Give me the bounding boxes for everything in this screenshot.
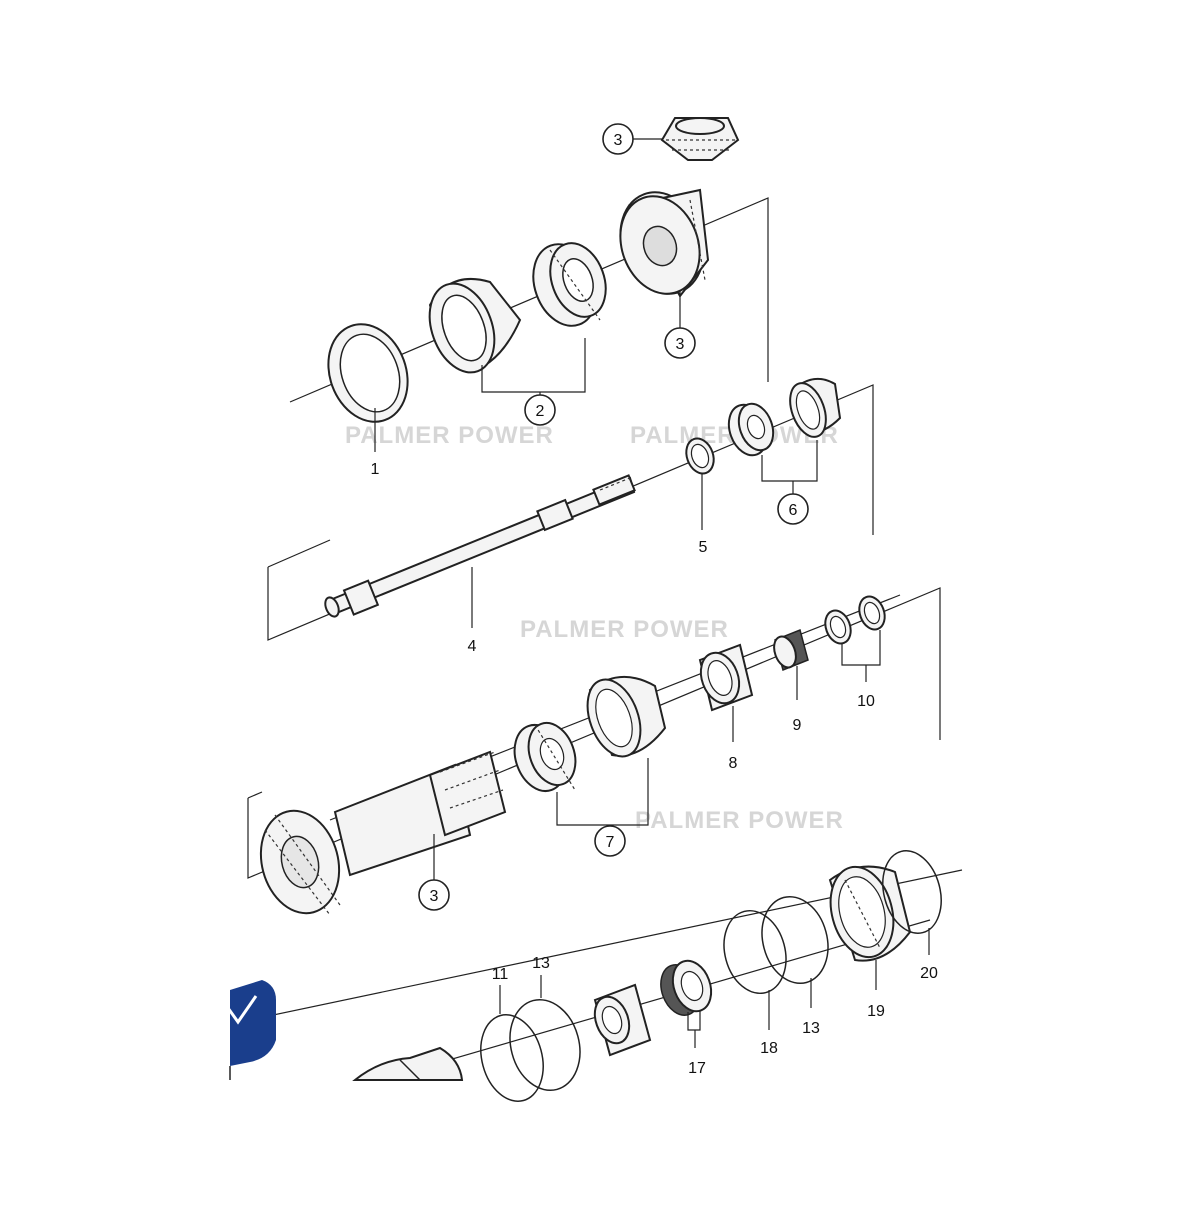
tapered-bearing (660, 959, 713, 1016)
watermark-brand: PALMER POWER (345, 422, 554, 449)
label-8: 8 (729, 755, 738, 772)
bracket-leader (687, 1010, 701, 1031)
label-9: 9 (793, 717, 802, 734)
label-11: 11 (492, 966, 509, 983)
callout-6: 6 (789, 502, 798, 519)
callout-7: 7 (606, 834, 615, 851)
bracket-leader (556, 758, 649, 826)
needle-bearing (593, 983, 652, 1057)
assembly-group-1: 3 1 2 (289, 117, 769, 478)
callout-3-top: 3 (614, 132, 623, 149)
callout-2: 2 (536, 403, 545, 420)
synchro-ring (828, 865, 912, 962)
o-ring (480, 1014, 544, 1102)
assembly-group-2: 4 5 6 (267, 377, 874, 655)
label-4: 4 (468, 638, 477, 655)
group-frame (247, 791, 263, 799)
label-5: 5 (699, 539, 708, 556)
label-19: 19 (867, 1003, 885, 1020)
bearing-cup (428, 277, 522, 374)
callout-circle (664, 327, 696, 359)
o-ring (882, 850, 942, 934)
callout-circle (524, 394, 556, 426)
label-20: 20 (920, 965, 938, 982)
snap-ring (723, 909, 787, 995)
checkmark-icon (226, 995, 258, 1025)
watermark-brand: PALMER POWER (520, 616, 729, 643)
pinion-gear (660, 117, 740, 161)
label-13: 13 (802, 1020, 820, 1037)
bearing-cup (586, 675, 667, 758)
axis-line (379, 919, 931, 1081)
bearing-sleeve (698, 643, 754, 712)
label-13: 13 (532, 955, 550, 972)
group-frame (267, 539, 331, 568)
label-17: 17 (688, 1060, 706, 1077)
watermark-brand: PALMER POWER (635, 807, 844, 834)
callout-circle (777, 493, 809, 525)
callout-3-shaft: 3 (430, 888, 439, 905)
label-10: 10 (857, 693, 875, 710)
bearing-cone (727, 402, 775, 457)
callout-3-gear: 3 (676, 336, 685, 353)
callout-circle (418, 879, 450, 911)
bracket-leader (761, 440, 818, 482)
bracket-leader (481, 338, 586, 393)
retaining-ring (685, 437, 715, 475)
label-1: 1 (371, 461, 380, 478)
thrust-washer (858, 595, 886, 631)
bracket-leader (841, 630, 881, 666)
assembly-group-3: 3 7 8 9 (247, 587, 941, 916)
bearing-cup (789, 377, 842, 438)
shim-ring (327, 323, 409, 423)
verified-badge[interactable] (226, 980, 276, 1066)
needle-bearing (773, 628, 809, 672)
drive-shaft (324, 474, 636, 618)
assembly-group-4: 11 13 17 18 13 (239, 850, 963, 1102)
thrust-washer (824, 609, 852, 645)
label-18: 18 (760, 1040, 778, 1057)
bearing-cone (532, 242, 607, 327)
bearing-cone (513, 722, 577, 792)
crown-gear (619, 188, 710, 298)
shim-ring (509, 998, 581, 1092)
pinion-shaft (259, 750, 507, 916)
callout-circle (594, 825, 626, 857)
callout-circle (602, 123, 634, 155)
housing-part (352, 1046, 464, 1081)
shim-ring (761, 895, 829, 985)
